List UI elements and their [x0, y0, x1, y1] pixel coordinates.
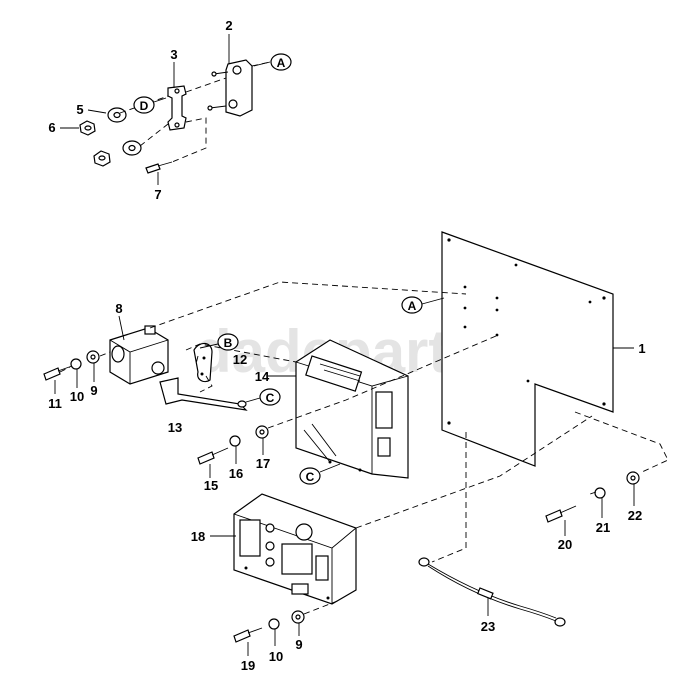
- callout-a-plate: A: [401, 296, 445, 314]
- label-part-10b: 10: [269, 649, 283, 664]
- label-part-23: 23: [481, 619, 495, 634]
- label-part-12: 12: [233, 352, 247, 367]
- label-part-1: 1: [638, 341, 645, 356]
- label-part-5: 5: [76, 102, 83, 117]
- nut-lower: [93, 150, 111, 167]
- bracket: [159, 377, 248, 411]
- lockwasher-10a: [70, 358, 82, 388]
- label-part-19: 19: [241, 658, 255, 673]
- fuse-holder-assembly: [60, 34, 271, 185]
- washer-9a: [86, 350, 100, 382]
- washer-17: [255, 425, 269, 455]
- nut-6: [79, 120, 96, 136]
- fuse-holder-block: [207, 59, 253, 117]
- screw-15: [197, 447, 229, 478]
- label-part-10a: 10: [70, 389, 84, 404]
- label-part-8: 8: [115, 301, 122, 316]
- label-part-22: 22: [628, 508, 642, 523]
- callout-letter: C: [306, 470, 315, 484]
- washer-9b: [291, 610, 305, 636]
- label-part-11: 11: [48, 396, 62, 411]
- label-part-16: 16: [229, 466, 243, 481]
- label-part-18: 18: [191, 529, 205, 544]
- callout-letter: A: [408, 299, 417, 313]
- screw-11: [43, 365, 73, 394]
- callout-letter: A: [277, 56, 286, 70]
- controller-module: [268, 339, 409, 479]
- screw-7: [145, 161, 173, 174]
- label-part-6: 6: [48, 120, 55, 135]
- lockwasher-10b: [268, 618, 280, 646]
- ground-cable: [418, 557, 566, 627]
- label-part-9b: 9: [295, 637, 302, 652]
- screw-19: [233, 627, 263, 656]
- strap: [193, 342, 213, 383]
- label-part-14: 14: [255, 369, 270, 384]
- callout-c-box: C: [299, 463, 341, 485]
- mounting-plate: [441, 231, 634, 467]
- callout-d: D: [133, 96, 167, 114]
- lockwasher-16: [229, 435, 241, 464]
- washer-22: [626, 471, 640, 506]
- part-labels: 2 3 5 6 7 1 8 12 14 11 10 9 13 15 16 17 …: [48, 18, 645, 673]
- washer-lower: [122, 140, 142, 156]
- assembly-lines: [59, 281, 669, 615]
- label-part-3: 3: [170, 47, 177, 62]
- callout-c-bracket: C: [245, 388, 281, 406]
- label-part-17: 17: [256, 456, 270, 471]
- label-part-9a: 9: [90, 383, 97, 398]
- callout-a-top: A: [253, 53, 292, 71]
- callout-b: B: [199, 333, 239, 351]
- fuse-link: [167, 85, 187, 131]
- label-part-21: 21: [596, 520, 610, 535]
- motor-controller: [210, 493, 357, 605]
- callout-letter: C: [266, 391, 275, 405]
- contactor: [109, 315, 169, 385]
- callout-letter: D: [140, 99, 149, 113]
- label-part-2: 2: [225, 18, 232, 33]
- screw-20: [545, 505, 577, 536]
- callout-letter: B: [224, 336, 233, 350]
- lockwasher-21: [594, 487, 606, 518]
- label-part-20: 20: [558, 537, 572, 552]
- label-part-15: 15: [204, 478, 218, 493]
- label-part-7: 7: [154, 187, 161, 202]
- washer-5: [107, 107, 127, 123]
- label-part-13: 13: [168, 420, 182, 435]
